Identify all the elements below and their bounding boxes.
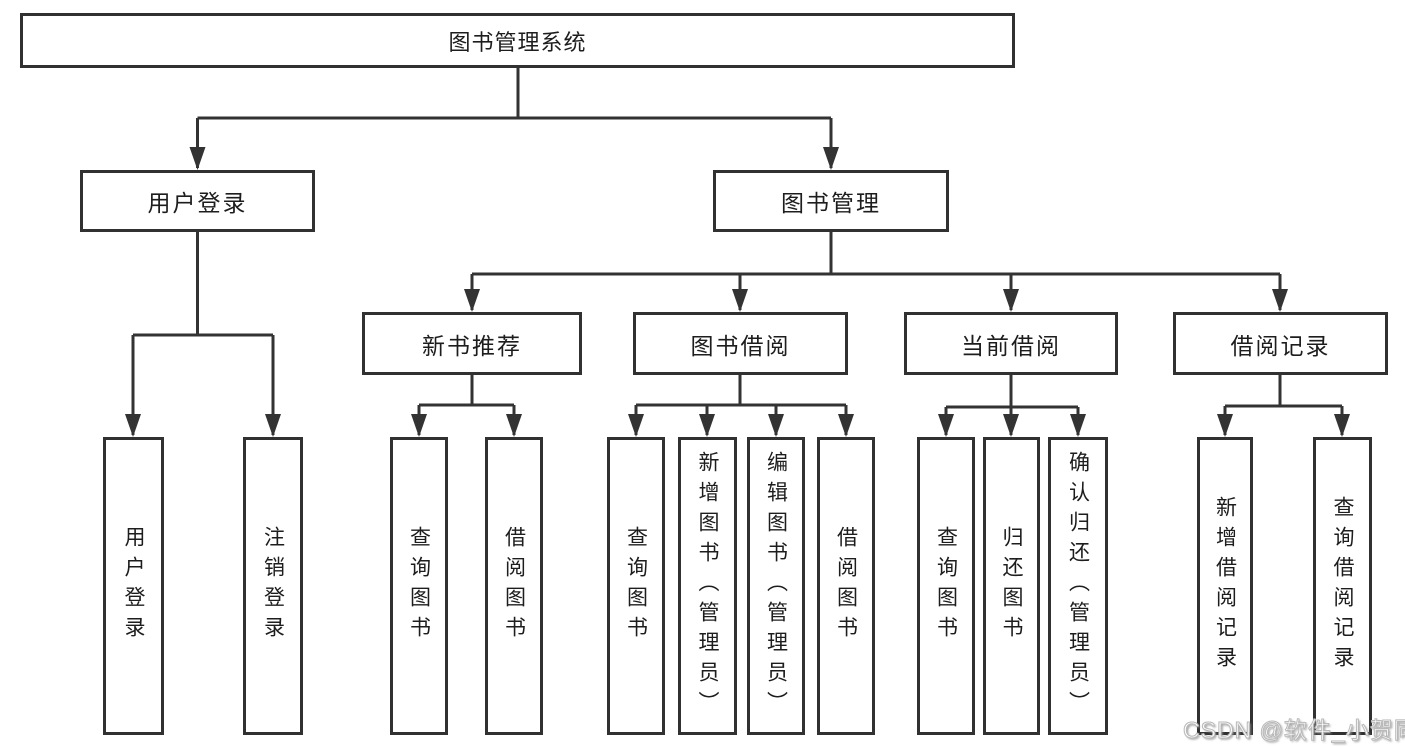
leaf-borrow-query-books: 查询图书 xyxy=(607,437,665,735)
leaf-records-query-record: 查询借阅记录 xyxy=(1313,437,1372,735)
node-label: 借阅图书 xyxy=(502,526,526,646)
node-label: 查询图书 xyxy=(934,526,958,646)
node-label: 图书管理 xyxy=(781,190,881,216)
leaf-borrow-borrow-books: 借阅图书 xyxy=(817,437,875,735)
leaf-current-return-books: 归还图书 xyxy=(983,437,1040,735)
node-label: 图书管理系统 xyxy=(448,29,587,55)
node-label: 借阅图书 xyxy=(834,526,858,646)
node-user-login: 用户登录 xyxy=(80,170,315,232)
csdn-watermark: CSDN @软件_小贺同学 xyxy=(1183,717,1405,744)
node-book-management: 图书管理 xyxy=(713,170,949,232)
node-label: 查询借阅记录 xyxy=(1331,496,1354,676)
node-label: 注销登录 xyxy=(261,526,285,646)
leaf-recommend-borrow-books: 借阅图书 xyxy=(485,437,543,735)
node-label: 借阅记录 xyxy=(1230,332,1331,359)
leaf-current-confirm-return-admin: 确认归还（管理员） xyxy=(1048,437,1108,735)
node-label: 用户登录 xyxy=(122,526,145,646)
node-new-book-recommend: 新书推荐 xyxy=(362,312,582,375)
node-current-borrow: 当前借阅 xyxy=(904,312,1118,375)
node-library-management-system: 图书管理系统 xyxy=(20,13,1015,68)
node-label: 查询图书 xyxy=(624,526,648,646)
leaf-borrow-add-books-admin: 新增图书（管理员） xyxy=(678,437,737,735)
node-label: 新增借阅记录 xyxy=(1213,496,1237,676)
node-label: 编辑图书（管理员） xyxy=(764,451,788,721)
node-label: 用户登录 xyxy=(147,190,248,216)
leaf-records-add-record: 新增借阅记录 xyxy=(1197,437,1253,735)
leaf-logout: 注销登录 xyxy=(243,437,303,735)
leaf-borrow-edit-books-admin: 编辑图书（管理员） xyxy=(747,437,805,735)
node-label: 当前借阅 xyxy=(961,332,1061,359)
node-borrow-records: 借阅记录 xyxy=(1173,312,1388,375)
leaf-current-query-books: 查询图书 xyxy=(917,437,975,735)
node-label: 新书推荐 xyxy=(422,332,522,359)
node-label: 归还图书 xyxy=(1000,526,1023,646)
node-label: 新增图书（管理员） xyxy=(696,451,719,721)
node-book-borrow: 图书借阅 xyxy=(633,312,848,375)
node-label: 确认归还（管理员） xyxy=(1066,451,1090,721)
leaf-user-login: 用户登录 xyxy=(103,437,164,735)
node-label: 查询图书 xyxy=(407,526,431,646)
leaf-recommend-query-books: 查询图书 xyxy=(390,437,448,735)
node-label: 图书借阅 xyxy=(690,332,791,359)
